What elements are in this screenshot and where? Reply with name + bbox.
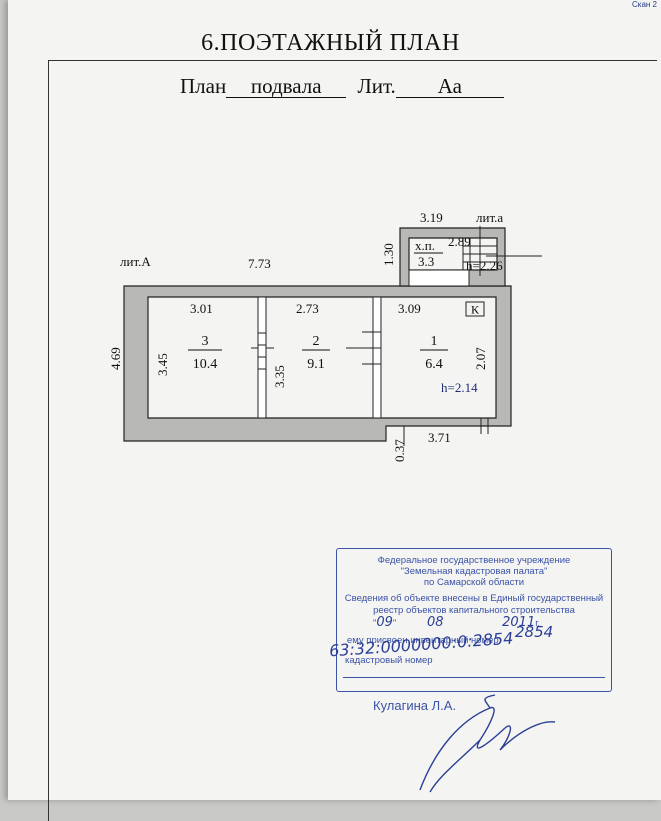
stamp-year-suffix: г. <box>535 618 541 629</box>
stamp-line5: реестр объектов капитального строительст… <box>373 605 575 616</box>
room3-height: 3.45 <box>155 353 170 376</box>
room2-height: 3.35 <box>272 365 287 388</box>
room3-number: 3 <box>202 334 209 349</box>
stamp-inv-number: 2854 <box>515 623 554 641</box>
lit-value: Аа <box>395 75 504 98</box>
registration-stamp: Федеральное государственное учреждение "… <box>329 548 612 692</box>
partition-wall <box>372 296 382 419</box>
stamp-date-month: 08 <box>426 615 444 630</box>
corner-mark: Скан 2 <box>632 0 657 8</box>
lit-a-label: лит.А <box>120 254 151 269</box>
stamp-date-row: "09" 08 2011г. <box>373 615 541 630</box>
stamp-line1: Федеральное государственное учреждение <box>377 555 571 566</box>
lit-label: Лит. <box>357 74 396 98</box>
annex-dim: 2.89 <box>448 234 471 249</box>
room1-ceiling: h=2.14 <box>441 380 478 395</box>
annex-ceiling: h=2.26 <box>466 258 503 273</box>
page-frame <box>48 60 657 821</box>
annex-passage <box>408 269 470 287</box>
stamp-line7: ему присвоен инвентарный номер <box>347 635 499 646</box>
kitchen-mark-box <box>465 301 485 317</box>
signature-scribble <box>419 694 556 793</box>
room3-width: 3.01 <box>190 301 213 316</box>
stamp-date-day: 09 <box>376 615 393 630</box>
annex-area: 3.3 <box>418 254 434 269</box>
stamp-line8: кадастровый номер <box>345 655 433 666</box>
room1-area: 6.4 <box>425 357 443 372</box>
stamp-date-year: 2011 <box>502 615 536 630</box>
plan-value: подвала <box>226 75 347 98</box>
stamp-line4: Сведения об объекте внесены в Единый гос… <box>344 593 604 604</box>
plan-label: План <box>180 74 227 98</box>
dim-annex-top: 3.19 <box>420 210 443 225</box>
floor-plan-drawing: К лит.А 7.73 лит.а 3.19 1.30 4.69 0.37 3… <box>108 210 542 462</box>
stamp-rule <box>343 677 605 678</box>
stamp-line3: по Самарской области <box>423 577 525 588</box>
room2-number: 2 <box>313 334 320 349</box>
kitchen-mark: К <box>471 303 480 317</box>
room1-number: 1 <box>431 334 438 349</box>
room1-width: 3.09 <box>398 301 421 316</box>
signer-name: Кулагина Л.А. <box>373 698 457 713</box>
room1-height: 2.07 <box>473 347 488 370</box>
room2-width: 2.73 <box>296 301 319 316</box>
stairs <box>462 226 542 276</box>
dim-left-total: 4.69 <box>108 347 123 370</box>
document-title: 6.ПОЭТАЖНЫЙ ПЛАН <box>201 30 460 56</box>
dim-annex-side: 1.30 <box>381 243 396 266</box>
room2-area: 9.1 <box>307 357 325 372</box>
dim-top-total: 7.73 <box>248 256 271 271</box>
lit-a-small-label: лит.а <box>476 210 503 225</box>
dim-bottom-right: 3.71 <box>428 430 451 445</box>
annex-name: х.п. <box>415 238 435 253</box>
room3-area: 10.4 <box>193 357 218 372</box>
stamp-line2: "Земельная кадастровая палата" <box>400 566 548 577</box>
document-sheet <box>8 0 661 821</box>
dim-bottom-step: 0.37 <box>392 439 407 462</box>
